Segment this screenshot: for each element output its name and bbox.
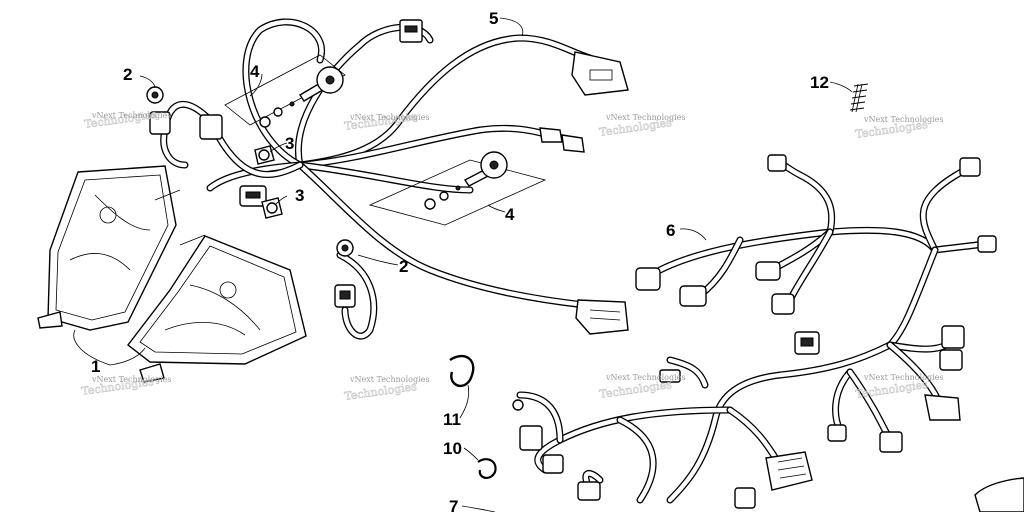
bulb-socket-parts [146, 86, 354, 257]
callout-4-lower: 4 [505, 205, 515, 224]
adjuster-parts [224, 54, 547, 226]
callout-1: 1 [91, 357, 100, 376]
partial-part-bottom-right [974, 477, 1024, 512]
watermark-text: vNext Technologies [863, 115, 943, 124]
callout-10: 10 [443, 439, 462, 458]
callout-11: 11 [443, 410, 461, 429]
watermark-text: vNext Technologies [863, 373, 943, 382]
spring-part-12 [849, 83, 869, 113]
harness-connectors [149, 19, 629, 335]
callout-3-lower: 3 [295, 186, 304, 205]
callout-5: 5 [489, 9, 498, 28]
headlight-left [37, 165, 177, 331]
callout-3-top: 3 [285, 134, 294, 153]
callout-2-top: 2 [123, 65, 132, 84]
watermark-text: vNext Technologies [349, 375, 429, 384]
watermark-text: vNext Technologies [349, 113, 429, 122]
watermark-text: vNext Technologies [91, 111, 171, 120]
callout-1-leader [73, 329, 146, 366]
harness-7 [512, 325, 965, 509]
harness-6 [635, 154, 997, 349]
callout-7: 7 [449, 497, 458, 512]
watermark-text: vNext Technologies [91, 375, 171, 384]
callout-2-lower: 2 [399, 257, 408, 276]
callout-6: 6 [666, 221, 675, 240]
headlight-right [127, 235, 307, 383]
watermark-text: vNext Technologies [605, 113, 685, 122]
clamp-parts [449, 354, 497, 479]
callout-12: 12 [810, 73, 829, 92]
watermark-text: vNext Technologies [605, 373, 685, 382]
callout-4-top: 4 [250, 62, 260, 81]
callout-leaders [139, 17, 853, 512]
